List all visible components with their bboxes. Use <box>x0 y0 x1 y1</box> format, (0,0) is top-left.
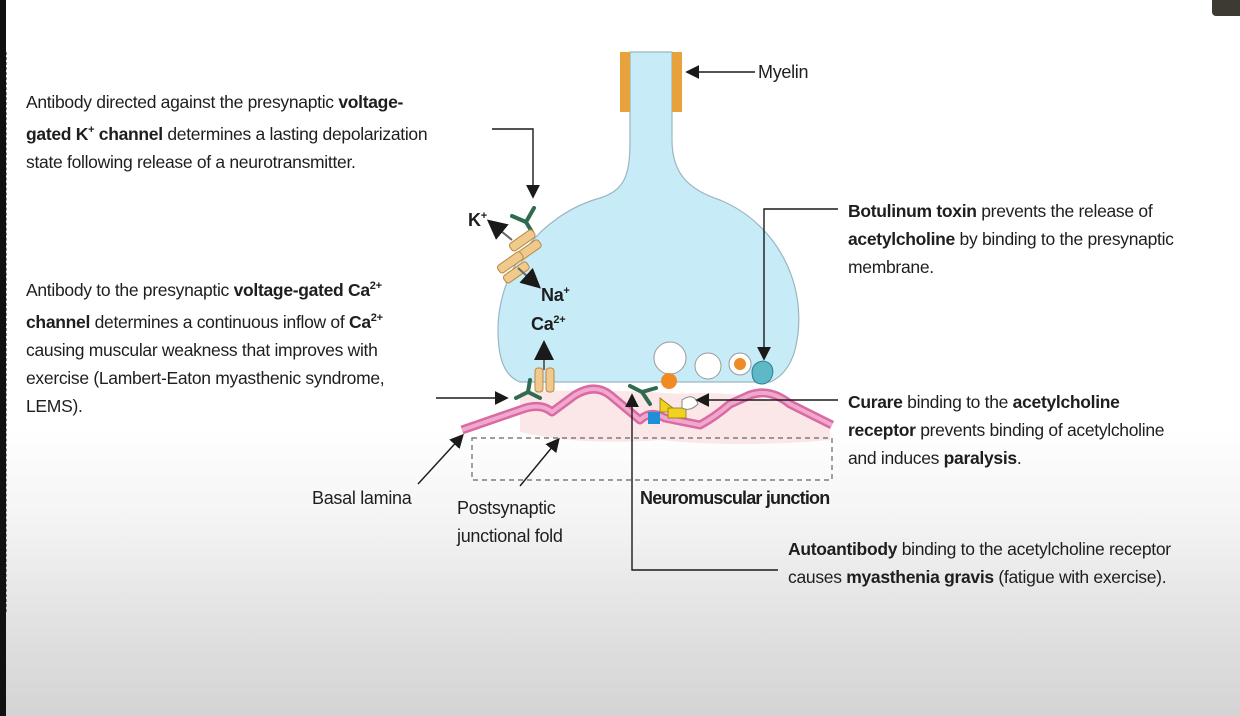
voltage-gated-ca-channel <box>534 367 555 393</box>
botulinum-annotation: Botulinum toxin prevents the release of … <box>848 201 1174 277</box>
k-channel-antibody <box>510 206 536 234</box>
axon-terminal <box>497 51 800 383</box>
acetylcholine-receptor <box>648 412 660 424</box>
ca-channel-antibody <box>514 378 542 400</box>
myelin-sheath-left <box>620 52 630 112</box>
acetylcholine-molecule <box>734 358 746 370</box>
na-ion-label: Na+ <box>541 285 570 305</box>
synaptic-vesicle <box>653 341 687 375</box>
webcam-thumbnail <box>1212 0 1240 16</box>
junctional-fold-pointer <box>519 437 560 487</box>
autoantibody-annotation: Autoantibody binding to the acetylcholin… <box>788 539 1171 587</box>
neuromuscular-junction-outline <box>471 437 833 481</box>
slide-border <box>6 52 7 612</box>
myelin-sheath-right <box>672 52 682 112</box>
synaptic-vesicle <box>694 352 722 380</box>
ca-channel-annotation: Antibody to the presynaptic voltage-gate… <box>26 279 385 416</box>
basal-lamina-label: Basal lamina <box>312 488 412 508</box>
ca-ion-label: Ca2+ <box>531 314 566 334</box>
k-ion-label: K+ <box>468 210 487 230</box>
receptor-autoantibody <box>628 384 658 406</box>
basal-lamina-pointer <box>417 433 464 485</box>
curare-molecule <box>667 407 687 419</box>
screen-frame-edge <box>0 0 6 716</box>
k-channel-annotation: Antibody directed against the presynapti… <box>26 92 428 172</box>
botulinum-toxin <box>751 360 774 385</box>
na-influx-arrow <box>517 267 541 289</box>
voltage-gated-na-channel <box>496 251 530 284</box>
k-efflux-arrow <box>486 219 513 241</box>
myelin-label: Myelin <box>758 62 809 82</box>
autoantibody-pointer <box>625 393 778 571</box>
k-annotation-pointer <box>492 128 540 199</box>
neuromuscular-junction-label: Neuromuscular junction <box>640 488 830 508</box>
botulinum-pointer <box>757 208 838 361</box>
acetylcholine-molecule <box>661 373 677 389</box>
curare-annotation: Curare binding to the acetylcholine rece… <box>848 392 1165 468</box>
